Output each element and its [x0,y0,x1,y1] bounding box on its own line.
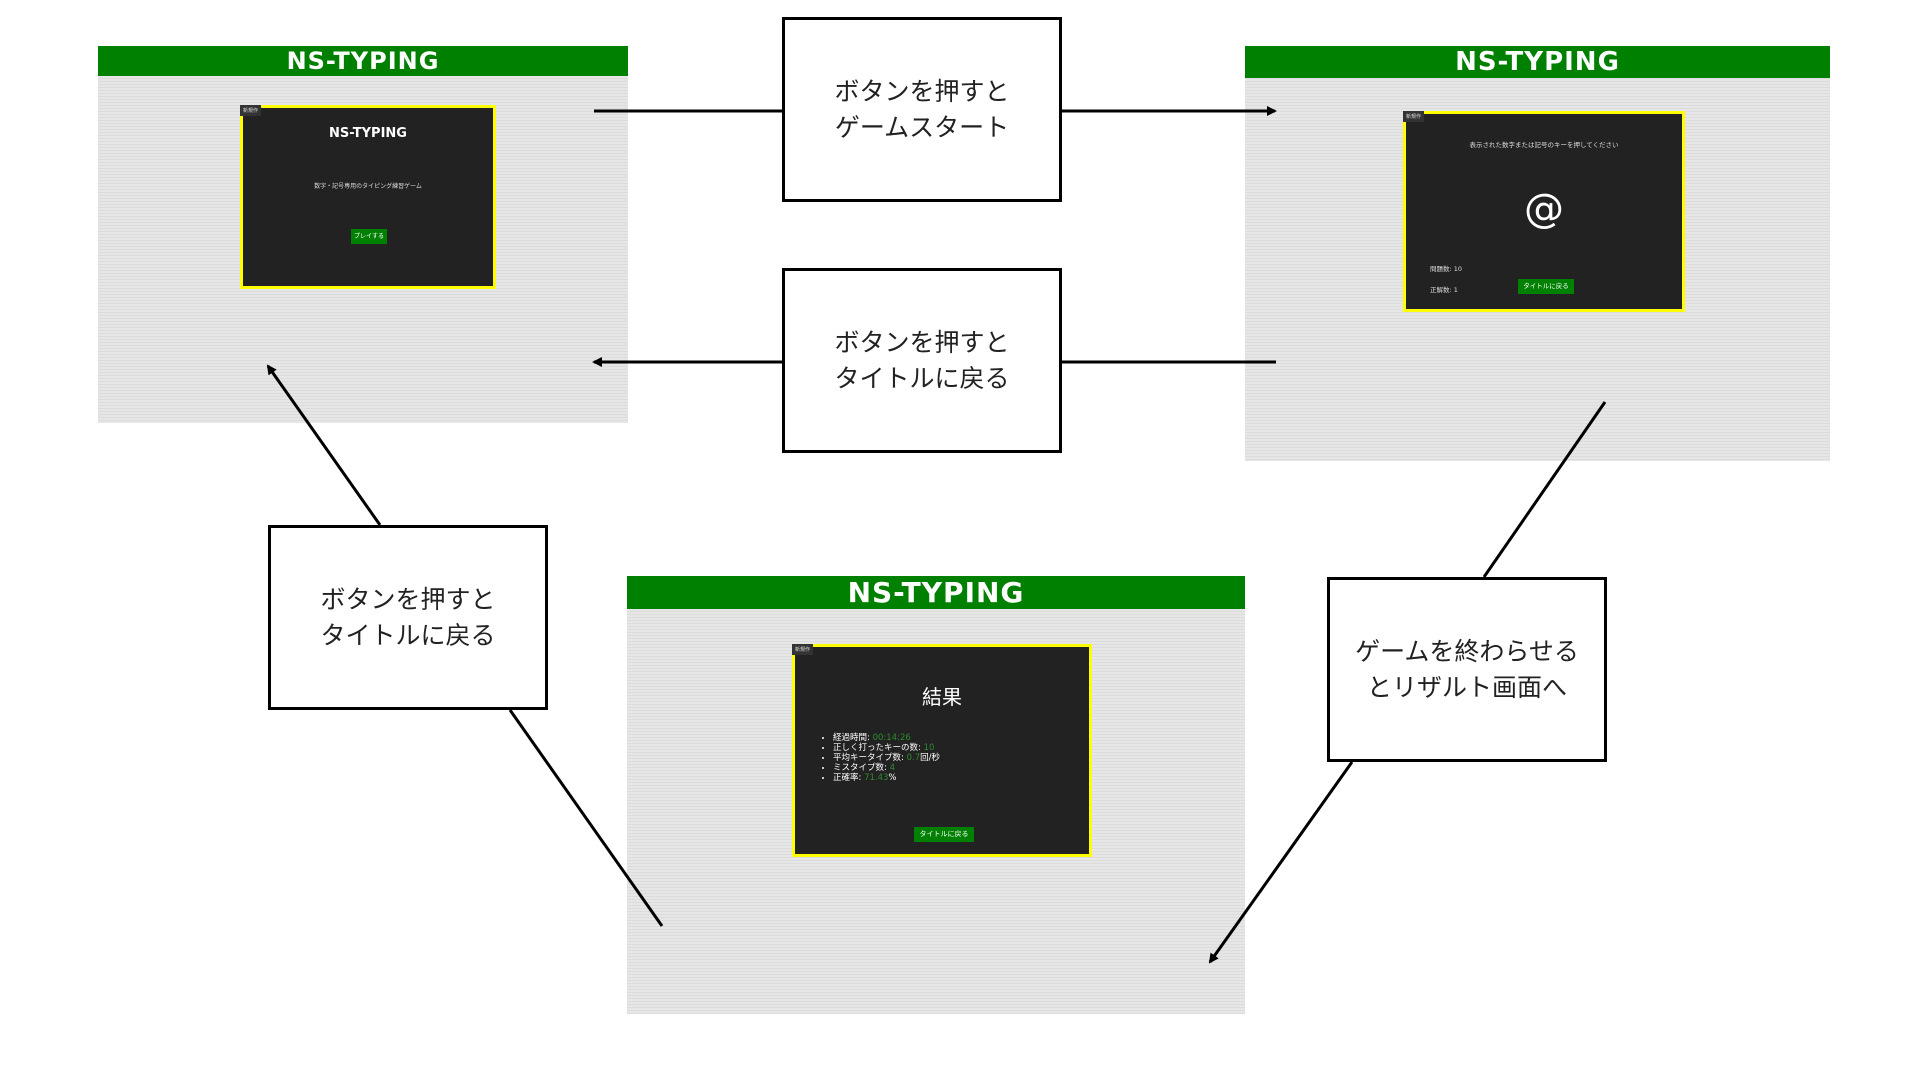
annotation-back-from-result-text: ボタンを押すと タイトルに戻る [320,584,496,650]
app-header: NS-TYPING [98,46,628,76]
annotation-to-result: ゲームを終わらせる とリザルト画面へ [1327,577,1607,762]
back-to-title-button[interactable]: タイトルに戻る [914,827,974,842]
stat-correct-keys: 正しく打ったキーの数: 10 [833,743,940,753]
corner-label: 新規作 [792,644,814,655]
app-header: NS-TYPING [1245,46,1830,78]
target-symbol: @ [1524,186,1564,232]
result-title: 結果 [922,685,962,709]
result-stats-list: 経過時間: 00:14:26 正しく打ったキーの数: 10 平均キータイプ数: … [819,733,940,783]
annotation-start-text: ボタンを押すと ゲームスタート [834,76,1010,142]
app-header: NS-TYPING [627,576,1245,609]
correct-count: 正解数: 1 [1430,286,1458,294]
annotation-back-from-game-text: ボタンを押すと タイトルに戻る [834,327,1010,393]
stat-avg-keys-per-sec: 平均キータイプ数: 0.7回/秒 [833,753,940,763]
annotation-back-from-game: ボタンを押すと タイトルに戻る [782,268,1062,453]
play-button[interactable]: プレイする [351,229,387,244]
stat-elapsed-time: 経過時間: 00:14:26 [833,733,940,743]
annotation-to-result-text: ゲームを終わらせる とリザルト画面へ [1355,636,1579,702]
back-to-title-button[interactable]: タイトルに戻る [1518,279,1574,294]
title-screen-screenshot: NS-TYPING 新規作 NS-TYPING 数字・記号専用のタイピング練習ゲ… [98,46,628,423]
corner-label: 新規作 [1403,111,1425,122]
game-prompt: 表示された数字または記号のキーを押してください [1469,141,1619,149]
title-card: 新規作 NS-TYPING 数字・記号専用のタイピング練習ゲーム プレイする [240,105,496,289]
annotation-start: ボタンを押すと ゲームスタート [782,17,1062,202]
card-title: NS-TYPING [329,126,407,141]
result-screen-screenshot: NS-TYPING 新規作 結果 経過時間: 00:14:26 正しく打ったキー… [627,576,1245,1014]
question-count: 問題数: 10 [1430,265,1463,273]
game-subtitle: 数字・記号専用のタイピング練習ゲーム [314,183,422,190]
game-card: 新規作 表示された数字または記号のキーを押してください @ 問題数: 10 正解… [1403,111,1685,312]
stat-accuracy: 正確率: 71.43% [833,773,940,783]
annotation-back-from-result: ボタンを押すと タイトルに戻る [268,525,548,710]
corner-label: 新規作 [240,105,262,116]
stat-miss-count: ミスタイプ数: 4 [833,763,940,773]
result-card: 新規作 結果 経過時間: 00:14:26 正しく打ったキーの数: 10 平均キ… [792,644,1092,857]
game-screen-screenshot: NS-TYPING 新規作 表示された数字または記号のキーを押してください @ … [1245,46,1830,461]
